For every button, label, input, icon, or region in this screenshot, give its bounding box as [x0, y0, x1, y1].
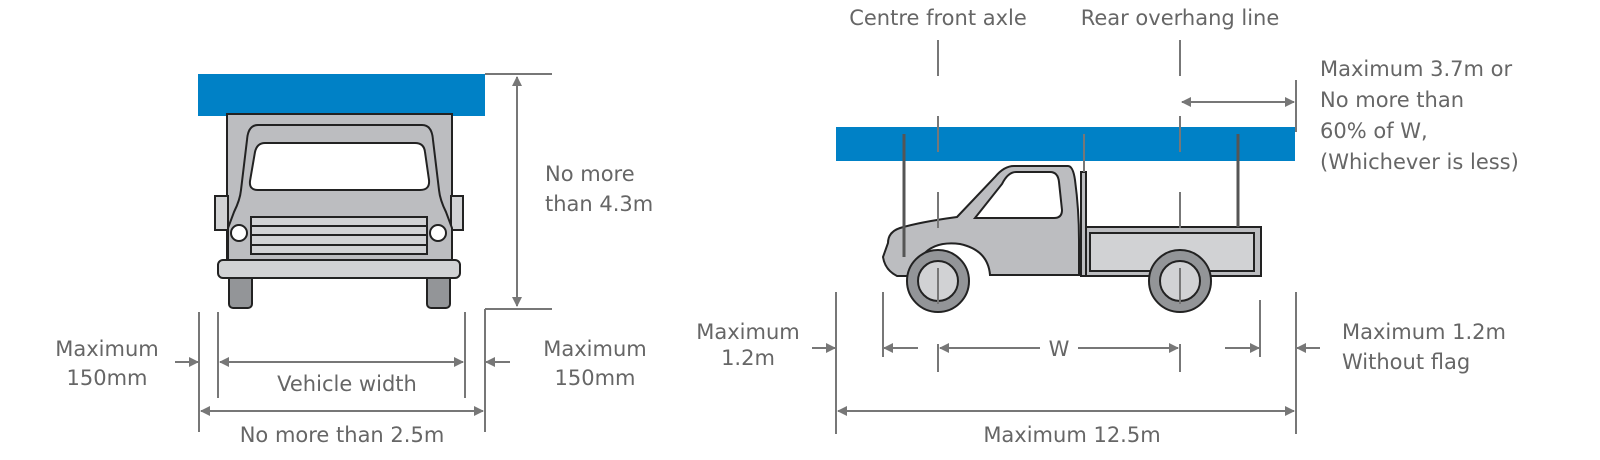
mirror-right [450, 195, 464, 231]
left-overhang-label: 150mm [67, 366, 148, 390]
height-label: No more [545, 162, 635, 186]
tyre-right [426, 273, 451, 309]
vehicle-width-label: Vehicle width [277, 372, 417, 396]
headlight-left [230, 224, 248, 242]
headlight-right [429, 224, 447, 242]
left-overhang-label: Maximum [55, 337, 158, 361]
total-length-label: Maximum 12.5m [983, 423, 1160, 447]
windshield [248, 142, 431, 191]
height-label: than 4.3m [545, 192, 653, 216]
side-window [972, 171, 1064, 219]
grille [250, 216, 428, 255]
mirror-left [214, 195, 229, 231]
front-projection-label: 1.2m [721, 346, 775, 370]
rear-limit-label: Maximum 3.7m or [1320, 57, 1513, 81]
rear-limit-label: (Whichever is less) [1320, 150, 1519, 174]
front-axle-label: Centre front axle [849, 6, 1027, 30]
load-side [836, 127, 1295, 161]
total-width-label: No more than 2.5m [240, 423, 445, 447]
front-view: No more than 4.3m Maximum 150mm Maximum … [55, 73, 653, 447]
wheelbase-label: W [1049, 337, 1070, 361]
load-front [198, 74, 485, 116]
rear-overhang-label: Rear overhang line [1081, 6, 1280, 30]
rear-limit-label: 60% of W, [1320, 119, 1428, 143]
tyre-left [228, 273, 253, 309]
right-overhang-label: Maximum [543, 337, 646, 361]
rear-limit-label: No more than [1320, 88, 1464, 112]
rear-projection-label: Maximum 1.2m [1342, 320, 1506, 344]
front-projection-label: Maximum [696, 320, 799, 344]
side-view: Centre front axle Rear overhang line Max… [696, 6, 1519, 447]
rear-projection-label: Without flag [1342, 350, 1470, 374]
right-overhang-label: 150mm [555, 366, 636, 390]
bumper [217, 259, 461, 279]
